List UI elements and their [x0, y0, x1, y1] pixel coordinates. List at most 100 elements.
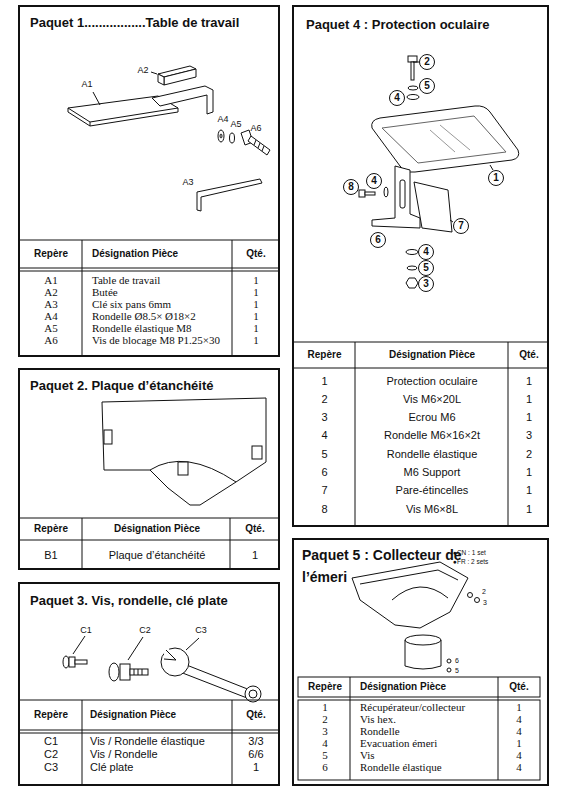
- table-header: Désignation Pièce: [92, 248, 230, 260]
- table-cell: 3: [510, 429, 548, 442]
- table-header: Qté.: [232, 523, 278, 535]
- table-cell: 8: [294, 503, 355, 516]
- callout-number: A6: [250, 123, 261, 133]
- table-header: Désignation Pièce: [360, 681, 496, 693]
- table-cell: 6: [294, 466, 355, 479]
- callout-circle: 2: [419, 54, 435, 70]
- table-cell: C2: [20, 748, 82, 761]
- callout-number: C3: [195, 625, 207, 635]
- table-header: Repère: [20, 248, 82, 260]
- table-cell: 1: [234, 274, 278, 287]
- callout-number: A5: [230, 119, 241, 129]
- callout-circle: 4: [366, 173, 382, 189]
- table-cell: Rondelle Ø8.5× Ø18×2: [92, 310, 230, 323]
- table-cell: 7: [294, 484, 355, 497]
- table-cell: 2: [300, 713, 350, 726]
- table-cell: 3/3: [234, 735, 278, 748]
- table-cell: 6: [300, 761, 350, 774]
- table-cell: 1: [510, 503, 548, 516]
- table-cell: 4: [500, 725, 538, 738]
- table-cell: Clé six pans 6mm: [92, 298, 230, 311]
- callout-number: A4: [217, 114, 228, 124]
- table-cell: 1: [294, 375, 355, 388]
- table-cell: 1: [510, 484, 548, 497]
- table-cell: A6: [20, 334, 82, 347]
- table-cell: 6/6: [234, 748, 278, 761]
- panel-title: Paquet 3. Vis, rondelle, clé plate: [30, 593, 278, 608]
- table-header: Repère: [20, 523, 82, 535]
- callout-number: C2: [139, 625, 151, 635]
- table-cell: Rondelle M6×16×2t: [357, 429, 507, 442]
- table-cell: 1: [234, 298, 278, 311]
- table-cell: C1: [20, 735, 82, 748]
- table-cell: Vis M6×20L: [357, 393, 507, 406]
- panel-title: Paquet 4 : Protection oculaire: [306, 17, 547, 32]
- callout-number: C1: [80, 625, 92, 635]
- table-cell: Evacuation émeri: [360, 737, 496, 750]
- screws-wrench-drawing: [63, 636, 261, 702]
- table-cell: M6 Support: [357, 466, 507, 479]
- table-cell: Butée: [92, 286, 230, 299]
- table-cell: Vis: [360, 749, 496, 762]
- table-header: Repère: [294, 349, 355, 361]
- package-panel: Paquet 5 : Collecteur de l’émeri: [292, 538, 549, 786]
- table-cell: Protection oculaire: [357, 375, 507, 388]
- table-header: Désignation Pièce: [357, 349, 507, 361]
- table-cell: Rondelle élastique M8: [92, 322, 230, 335]
- table-cell: 4: [500, 761, 538, 774]
- table-cell: 1: [510, 411, 548, 424]
- table-cell: A2: [20, 286, 82, 299]
- table-header: Qté.: [510, 349, 548, 361]
- table-cell: 1: [234, 761, 278, 774]
- table-grid: [18, 700, 280, 785]
- table-cell: 1: [234, 334, 278, 347]
- table-cell: 1: [232, 549, 278, 562]
- table-cell: 1: [500, 737, 538, 750]
- table-cell: Vis M6×8L: [357, 503, 507, 516]
- eye-shield-drawing: [359, 56, 519, 288]
- work-table-drawing: [68, 66, 270, 211]
- table-cell: 1: [500, 701, 538, 714]
- table-cell: 2: [510, 448, 548, 461]
- table-cell: Vis / Rondelle: [90, 748, 230, 761]
- callout-number: A1: [81, 79, 92, 89]
- table-cell: A5: [20, 322, 82, 335]
- callout-circle: 4: [389, 90, 405, 106]
- callout-number: 2: [482, 588, 486, 596]
- table-cell: Ecrou M6: [357, 411, 507, 424]
- callout-number: 6: [455, 657, 459, 665]
- callout-circle: 4: [418, 244, 434, 260]
- package-panel: Paquet 2. Plaque d’étanchéité: [18, 368, 280, 570]
- table-cell: A3: [20, 298, 82, 311]
- callout-circle: 6: [370, 232, 386, 248]
- table-header: Repère: [300, 681, 350, 693]
- table-header: Désignation Pièce: [84, 523, 230, 535]
- table-grid: [292, 342, 549, 527]
- table-grid: [298, 677, 540, 780]
- table-cell: 1: [234, 310, 278, 323]
- table-cell: 1: [510, 375, 548, 388]
- table-header: Repère: [20, 709, 82, 721]
- table-grid: [18, 518, 280, 570]
- callout-circle: 5: [419, 78, 435, 94]
- panel-title: Paquet 2. Plaque d’étanchéité: [30, 378, 278, 393]
- table-cell: Clé plate: [90, 761, 230, 774]
- callout-number: A3: [182, 177, 193, 187]
- table-cell: Vis de blocage M8 P1.25×30: [92, 334, 230, 347]
- table-cell: 4: [500, 713, 538, 726]
- table-cell: C3: [20, 761, 82, 774]
- table-cell: 5: [300, 749, 350, 762]
- note-text: ●CN : 1 set: [453, 549, 486, 556]
- callout-circle: 5: [418, 260, 434, 276]
- table-cell: 3: [300, 725, 350, 738]
- panel-title: Paquet 1.................Table de travai…: [30, 15, 278, 30]
- table-cell: 2: [294, 393, 355, 406]
- collector-drawing: [352, 562, 480, 672]
- table-header: Qté.: [500, 681, 538, 693]
- callout-circle: 8: [343, 179, 359, 195]
- table-cell: 4: [500, 749, 538, 762]
- table-cell: Table de travail: [92, 274, 230, 287]
- callout-circle: 1: [488, 170, 504, 186]
- table-cell: 3: [294, 411, 355, 424]
